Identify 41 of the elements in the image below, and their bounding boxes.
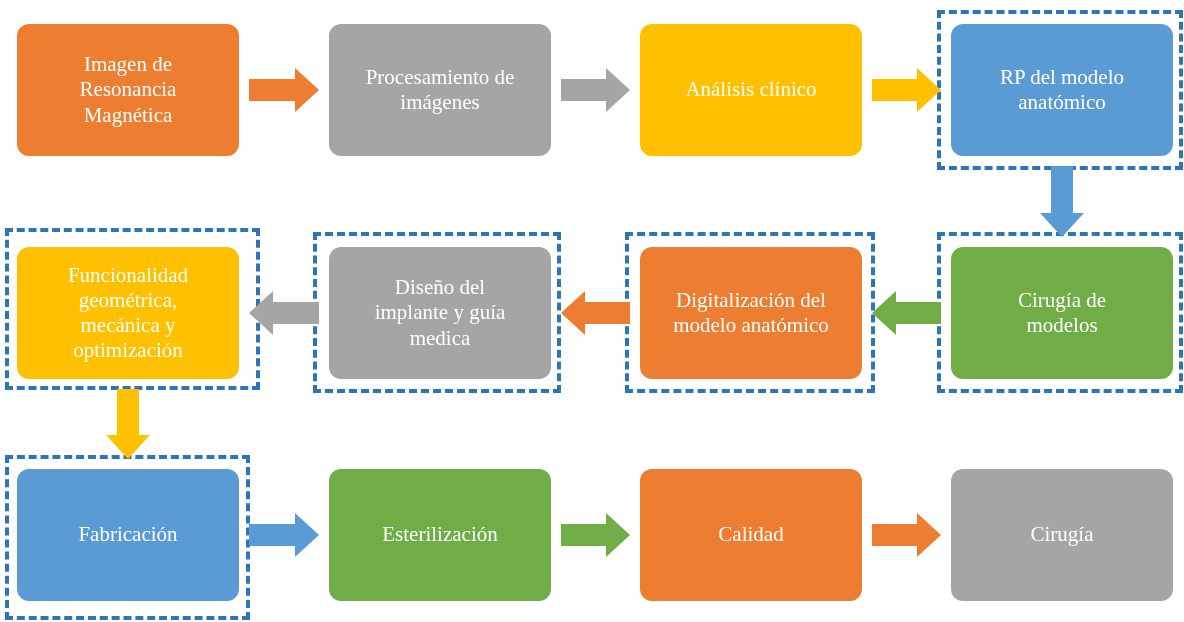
box-label: Cirugía de modelos — [1016, 287, 1108, 339]
box-label: Imagen de Resonancia Magnética — [78, 52, 178, 128]
process-box — [329, 24, 551, 156]
process-box — [17, 24, 239, 156]
block-arrow — [106, 389, 150, 459]
block-arrow — [249, 291, 319, 335]
process-box — [329, 469, 551, 601]
process-box — [640, 24, 862, 156]
process-box — [17, 469, 239, 601]
dashed-frame — [5, 455, 250, 620]
process-box — [640, 247, 862, 379]
box-label: Digitalización del modelo anatómico — [672, 287, 830, 339]
process-box — [951, 469, 1173, 601]
box-label: Fabricación — [78, 522, 178, 548]
dashed-frame — [5, 228, 260, 390]
block-arrow — [1040, 166, 1084, 237]
box-label: RP del modelo anatómico — [998, 64, 1126, 116]
block-arrow — [249, 513, 319, 557]
process-box — [17, 247, 239, 379]
block-arrow — [872, 291, 941, 335]
process-box — [951, 247, 1173, 379]
box-label: Calidad — [718, 522, 784, 548]
dashed-frame — [937, 10, 1183, 170]
block-arrow — [561, 291, 630, 335]
box-label: Funcionalidad geométrica, mecánica y optimización — [66, 262, 190, 364]
box-label: Cirugía — [1030, 522, 1094, 548]
process-box — [951, 24, 1173, 156]
box-label: Esterilización — [382, 522, 498, 548]
block-arrow — [872, 68, 941, 112]
block-arrow — [561, 513, 630, 557]
block-arrow — [872, 513, 941, 557]
process-box — [640, 469, 862, 601]
dashed-frame — [625, 232, 875, 393]
block-arrow — [249, 68, 319, 112]
dashed-frame — [937, 232, 1183, 393]
box-label: Procesamiento de imágenes — [364, 64, 516, 116]
dashed-frame — [313, 232, 561, 393]
process-box — [329, 247, 551, 379]
box-label: Análisis clínico — [685, 77, 817, 103]
block-arrow — [561, 68, 630, 112]
box-label: Diseño del implante y guía medica — [373, 275, 507, 351]
